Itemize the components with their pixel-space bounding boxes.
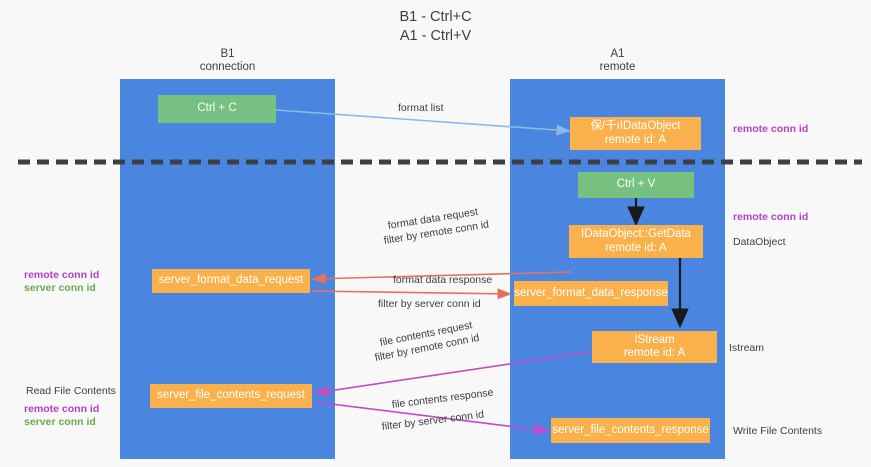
box-ctrl-v[interactable]: Ctrl + V [578,172,694,198]
box-server-file-contents-request[interactable]: server_file_contents_request [150,384,312,408]
box-server-format-data-request-label: server_format_data_request [158,274,304,287]
filter-key-server-conn-id: server conn id [414,298,481,310]
column-header-b1-name: B1 [220,48,235,60]
box-ctrl-v-label: Ctrl + V [616,178,656,191]
annotation-left-remote-conn-id-mid: remote conn id [24,269,100,281]
column-header-b1-role: connection [199,61,256,73]
box-getdata-line2: remote id: A [605,241,667,254]
box-server-file-contents-response-label: server_file_contents_response [552,423,709,436]
edge-label-format-data-response-filter: filter by server conn id [378,298,481,311]
box-getdata-line1: IDataObject::GetData [581,228,691,240]
box-ctrl-c[interactable]: Ctrl + C [158,95,276,123]
box-idataobject-top-line1: 保/千ıIDataObject [590,120,681,132]
annotation-remote-conn-id-mid: remote conn id [733,211,809,223]
box-server-file-contents-response[interactable]: server_file_contents_response [551,418,710,443]
box-idataobject-top[interactable]: 保/千ıIDataObject remote id: A [570,117,701,150]
edge-label-format-data-response: format data response [393,274,493,286]
box-istream-line2: remote id: A [623,347,686,359]
box-istream-line1: IStream [634,333,675,346]
column-header-a1: A1 remote [540,48,695,74]
annotation-istream: Istream [729,342,765,354]
box-ctrl-c-label: Ctrl + C [197,102,237,115]
title-line-2: A1 - Ctrl+V [399,28,472,44]
box-server-format-data-response-label: server_format_data_response [514,286,668,299]
box-idataobject-top-line2: remote id: A [604,133,667,146]
annotation-write-file-contents: Write File Contents [733,425,823,437]
annotation-left-server-conn-id-bottom: server conn id [24,416,96,428]
annotation-read-file-contents: Read File Contents [26,385,116,397]
box-server-format-data-request[interactable]: server_format_data_request [152,269,310,293]
column-header-a1-name: A1 [610,48,625,60]
annotation-left-server-conn-id-mid: server conn id [24,282,96,294]
filter-key-server-conn-id: server conn id [417,408,485,429]
column-header-a1-role: remote [599,61,636,73]
filter-prefix: filter by [378,298,415,310]
box-istream[interactable]: IStream remote id: A [592,331,717,363]
annotation-left-remote-conn-id-bottom: remote conn id [24,403,100,415]
filter-prefix: filter by [373,345,413,364]
annotation-remote-conn-id-top: remote conn id [733,123,809,135]
title-line-1: B1 - Ctrl+C [399,9,472,25]
annotation-dataobject: DataObject [733,236,786,248]
box-server-file-contents-request-label: server_file_contents_request [157,389,305,402]
filter-prefix: filter by [381,416,420,433]
edge-label-file-contents-response-filter: filter by server conn id [381,409,485,434]
box-idataobject-getdata[interactable]: IDataObject::GetData remote id: A [569,225,703,258]
edge-label-format-list: format list [398,102,444,114]
column-header-b1: B1 connection [150,48,305,74]
page-title: B1 - Ctrl+C A1 - Ctrl+V [0,8,871,46]
box-server-format-data-response[interactable]: server_format_data_response [514,281,668,306]
